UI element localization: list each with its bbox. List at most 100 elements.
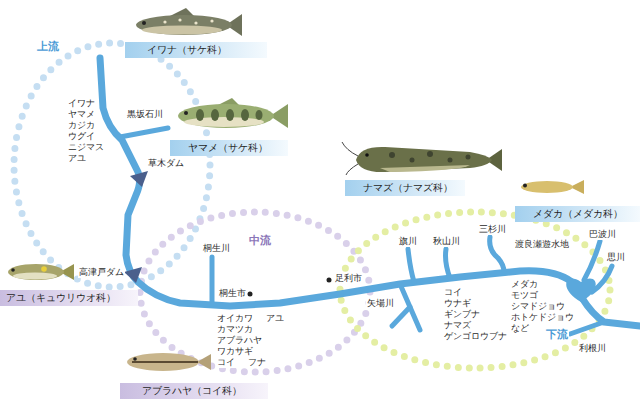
fish-name: イワナ（サケ科） (147, 42, 227, 58)
dam-symbol (124, 267, 142, 283)
fish-mottle (410, 158, 415, 163)
fish-body (521, 181, 573, 193)
fish-tail (197, 354, 211, 370)
tributary (392, 307, 410, 326)
fish-spot (194, 21, 197, 24)
tributary (592, 266, 612, 292)
fish-mottle (466, 155, 471, 160)
fish-eye (11, 268, 15, 272)
city-dot (248, 292, 253, 297)
fish-species: ニジマス (67, 142, 105, 153)
fish-species: イワナ (67, 98, 96, 109)
upstream-region (14, 43, 210, 287)
river-name: 秋山川 (432, 236, 461, 247)
fish-mottle (389, 152, 395, 158)
dam-name: 草木ダム (147, 158, 185, 169)
city-dot (327, 278, 332, 283)
river-name: 巴波川 (588, 229, 617, 240)
fish-eye (184, 111, 188, 115)
river-name: 利根川 (578, 343, 607, 354)
fish-species: ウナギ (443, 298, 472, 309)
fish-name: アブラハヤ（コイ科） (142, 383, 242, 399)
fish-stripe (132, 361, 198, 363)
tributary (584, 241, 600, 280)
fish-species: コイ (443, 287, 463, 298)
fish-species: モツゴ (510, 290, 539, 301)
fish-name: アユ（キュウリウオ科） (6, 290, 116, 306)
fish-species: アブラハヤ (216, 335, 263, 346)
fish-species: ヤマメ (67, 109, 96, 120)
tributary (408, 249, 414, 282)
region-label: 下流 (545, 328, 569, 341)
tributary (446, 249, 451, 278)
tributary (490, 237, 504, 272)
city-name: 桐生市 (218, 288, 247, 299)
fish-name-band: イワナ（サケ科） (125, 42, 267, 58)
fish-species: メダカ (510, 279, 539, 290)
fish-spot (41, 266, 47, 272)
fish-body (178, 104, 274, 128)
city-name: 足利市 (334, 273, 363, 284)
fish-species: ウグイ (67, 131, 96, 142)
fish-mottle (448, 158, 453, 163)
fish-species: オイカワ アユ (216, 313, 285, 324)
river-name: 矢場川 (366, 298, 395, 309)
parr-mark (256, 110, 263, 120)
fish-species: ギンブナ (443, 309, 481, 320)
fish-mottle (427, 151, 433, 157)
fish-belly (380, 165, 470, 172)
fish-body (127, 353, 199, 371)
fish-eye (523, 184, 527, 188)
fish-species: ホトケドジョウ (510, 312, 575, 323)
fish-barbel (346, 164, 358, 175)
fish-eye (142, 21, 146, 25)
dam-symbol (130, 171, 148, 187)
wetland-name: 渡良瀬遊水地 (514, 239, 570, 250)
parr-mark (211, 109, 219, 121)
region-label: 上流 (36, 40, 60, 53)
fish-belly (142, 26, 222, 35)
fish-species: アユ (67, 153, 87, 164)
note-text: など (510, 323, 530, 334)
fish-eye (133, 357, 137, 361)
fish-name-band: メダカ（メダカ科） (515, 206, 640, 222)
fish-name-band: ヤマメ（サケ科） (170, 140, 288, 156)
river-name: 黒坂石川 (126, 109, 164, 120)
fish-fin (170, 8, 194, 16)
fish-name: メダカ（メダカ科） (533, 206, 623, 222)
fish-body (8, 264, 64, 280)
fish-spot (163, 20, 166, 23)
fish-species: ゲンゴロウブナ (443, 331, 508, 342)
river-name: 桐生川 (202, 243, 231, 254)
fish-species: カジカ (67, 120, 96, 131)
tributary (210, 257, 215, 305)
fish-eye (365, 153, 369, 157)
fish-name: ヤマメ（サケ科） (188, 140, 268, 156)
fish-barbel (342, 142, 358, 156)
parr-mark (241, 109, 249, 121)
fish-species: カマツカ (216, 324, 254, 335)
region-label: 中流 (248, 234, 272, 247)
fish-body (356, 147, 492, 172)
fish-spot (178, 18, 181, 21)
fish-species: ナマズ (443, 320, 472, 331)
wetland-heart (566, 279, 595, 302)
fish-spot (210, 19, 213, 22)
tone-river (582, 298, 640, 326)
river-name: 旗川 (398, 236, 418, 247)
fish-name-band: ナマズ（ナマズ科） (345, 180, 465, 196)
fish-species: コイ フナ (216, 357, 267, 368)
parr-mark (226, 109, 234, 121)
fish-belly (13, 273, 57, 280)
parr-mark (196, 109, 204, 121)
dam-name: 高津戸ダム (78, 267, 125, 278)
fish-species: シマドジョウ (510, 301, 566, 312)
fish-name-band: アユ（キュウリウオ科） (0, 290, 138, 306)
tributary (120, 128, 168, 137)
fish-belly (184, 117, 264, 127)
fish-name: ナマズ（ナマズ科） (363, 180, 453, 196)
fish-species: ワカサギ (216, 346, 254, 357)
fish-body (136, 15, 232, 35)
river-name: 思川 (606, 252, 626, 263)
